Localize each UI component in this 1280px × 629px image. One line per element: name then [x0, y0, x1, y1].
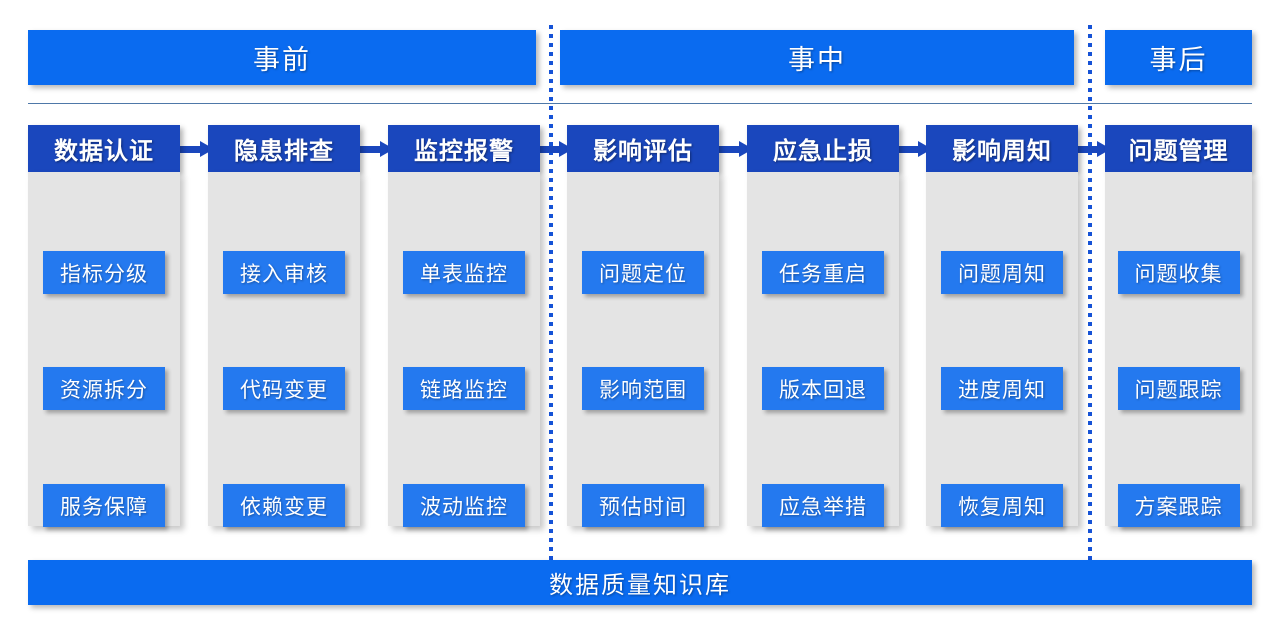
knowledge-base-footer-label: 数据质量知识库 — [549, 573, 731, 599]
stage-header-monitoring-alerting[interactable]: 监控报警 — [388, 125, 540, 172]
stage-item-label: 服务保障 — [60, 494, 148, 519]
phase-banner-during[interactable]: 事中 — [560, 30, 1074, 85]
stage-item[interactable]: 预估时间 — [582, 484, 704, 527]
stage-body-problem-management: 问题收集问题跟踪方案跟踪 — [1105, 172, 1252, 527]
arrow-shaft — [719, 146, 741, 153]
stage-header-problem-management[interactable]: 问题管理 — [1105, 125, 1252, 172]
stage-item[interactable]: 单表监控 — [403, 251, 525, 294]
divider-pre-during — [549, 25, 553, 562]
stage-item-label: 版本回退 — [779, 377, 867, 402]
stage-item-label: 单表监控 — [420, 261, 508, 286]
stage-item[interactable]: 指标分级 — [43, 251, 165, 294]
stage-item-label: 进度周知 — [958, 377, 1046, 402]
stage-item-label: 代码变更 — [240, 377, 328, 402]
stage-item[interactable]: 服务保障 — [43, 484, 165, 527]
stage-item-label: 问题跟踪 — [1134, 377, 1223, 402]
arrow-shaft — [360, 146, 382, 153]
stage-item[interactable]: 任务重启 — [762, 251, 884, 294]
arrow-shaft — [180, 146, 202, 153]
stage-header-impact-assessment[interactable]: 影响评估 — [567, 125, 719, 172]
stage-item-label: 问题定位 — [599, 261, 687, 286]
stage-item-label: 影响范围 — [599, 377, 687, 402]
stage-header-hazard-investigation[interactable]: 隐患排查 — [208, 125, 360, 172]
stage-header-emergency-mitigation[interactable]: 应急止损 — [747, 125, 899, 172]
stage-item-label: 问题周知 — [958, 261, 1046, 286]
stage-header-label: 隐患排查 — [234, 139, 334, 165]
stage-column-impact-assessment: 影响评估问题定位影响范围预估时间 — [567, 125, 719, 527]
stage-body-data-certification: 指标分级资源拆分服务保障 — [28, 172, 180, 527]
phase-banner-label: 事前 — [253, 45, 311, 75]
stage-item[interactable]: 接入审核 — [223, 251, 345, 294]
stage-item[interactable]: 恢复周知 — [941, 484, 1063, 527]
stage-item[interactable]: 应急举措 — [762, 484, 884, 527]
stage-item-label: 指标分级 — [60, 261, 148, 286]
stage-item[interactable]: 依赖变更 — [223, 484, 345, 527]
stage-item[interactable]: 进度周知 — [941, 367, 1063, 410]
stage-body-impact-assessment: 问题定位影响范围预估时间 — [567, 172, 719, 527]
stage-column-hazard-investigation: 隐患排查接入审核代码变更依赖变更 — [208, 125, 360, 527]
stage-item-label: 任务重启 — [779, 261, 867, 286]
stage-body-monitoring-alerting: 单表监控链路监控波动监控 — [388, 172, 540, 527]
stage-item-label: 恢复周知 — [958, 494, 1046, 519]
stage-item-label: 应急举措 — [779, 494, 867, 519]
stage-item[interactable]: 影响范围 — [582, 367, 704, 410]
stage-body-impact-notification: 问题周知进度周知恢复周知 — [926, 172, 1078, 527]
stage-body-emergency-mitigation: 任务重启版本回退应急举措 — [747, 172, 899, 527]
stage-item[interactable]: 链路监控 — [403, 367, 525, 410]
stage-header-label: 影响评估 — [593, 139, 693, 165]
stage-column-problem-management: 问题管理问题收集问题跟踪方案跟踪 — [1105, 125, 1252, 527]
stage-item[interactable]: 方案跟踪 — [1117, 484, 1240, 527]
stage-item[interactable]: 问题收集 — [1117, 251, 1240, 294]
stage-item-label: 波动监控 — [420, 494, 508, 519]
phase-banner-pre[interactable]: 事前 — [28, 30, 536, 85]
stage-column-impact-notification: 影响周知问题周知进度周知恢复周知 — [926, 125, 1078, 527]
stage-header-data-certification[interactable]: 数据认证 — [28, 125, 180, 172]
arrow-shaft — [539, 146, 561, 153]
stage-header-label: 数据认证 — [54, 139, 154, 165]
stage-item-label: 接入审核 — [240, 261, 328, 286]
stage-item-label: 依赖变更 — [240, 494, 328, 519]
stage-item-label: 链路监控 — [420, 377, 508, 402]
stage-item[interactable]: 问题定位 — [582, 251, 704, 294]
stage-item-label: 预估时间 — [599, 494, 687, 519]
stage-header-label: 问题管理 — [1128, 139, 1229, 165]
stage-header-impact-notification[interactable]: 影响周知 — [926, 125, 1078, 172]
stage-item-label: 方案跟踪 — [1134, 494, 1223, 519]
stage-item-label: 资源拆分 — [60, 377, 148, 402]
stage-header-label: 影响周知 — [952, 139, 1052, 165]
stage-column-data-certification: 数据认证指标分级资源拆分服务保障 — [28, 125, 180, 527]
arrow-shaft — [898, 146, 920, 153]
stage-item[interactable]: 版本回退 — [762, 367, 884, 410]
arrow-shaft — [1077, 146, 1099, 153]
knowledge-base-footer[interactable]: 数据质量知识库 — [28, 560, 1252, 605]
stage-body-hazard-investigation: 接入审核代码变更依赖变更 — [208, 172, 360, 527]
stage-column-monitoring-alerting: 监控报警单表监控链路监控波动监控 — [388, 125, 540, 527]
stage-item[interactable]: 代码变更 — [223, 367, 345, 410]
phase-banner-post[interactable]: 事后 — [1105, 30, 1252, 85]
stage-header-label: 监控报警 — [414, 139, 514, 165]
phase-banner-label: 事后 — [1149, 45, 1208, 75]
divider-during-post — [1088, 25, 1092, 562]
stage-item-label: 问题收集 — [1134, 261, 1223, 286]
stage-column-emergency-mitigation: 应急止损任务重启版本回退应急举措 — [747, 125, 899, 527]
phase-banner-label: 事中 — [788, 45, 846, 75]
stage-item[interactable]: 问题跟踪 — [1117, 367, 1240, 410]
stage-header-label: 应急止损 — [773, 139, 873, 165]
stage-item[interactable]: 资源拆分 — [43, 367, 165, 410]
stage-item[interactable]: 问题周知 — [941, 251, 1063, 294]
stage-item[interactable]: 波动监控 — [403, 484, 525, 527]
phase-separator-rule — [28, 103, 1252, 104]
